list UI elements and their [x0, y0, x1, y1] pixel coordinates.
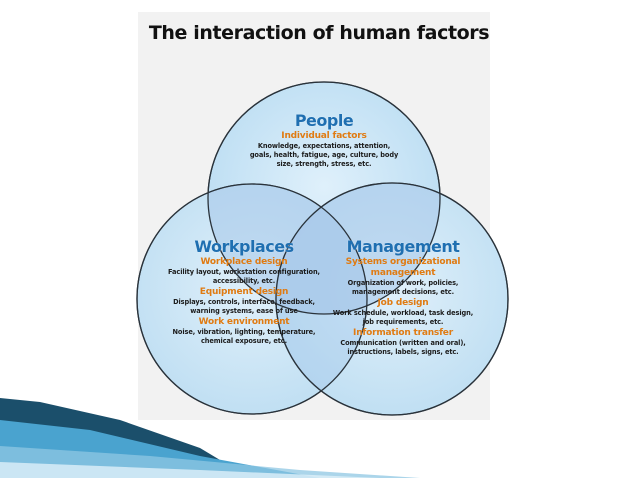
workplaces-text-line: accessibility, etc. — [212, 277, 276, 285]
people-block: People Individual factors Knowledge, exp… — [236, 112, 412, 169]
management-text-line: instructions, labels, signs, etc. — [347, 348, 459, 356]
workplaces-subheading: Work environment — [198, 317, 290, 327]
outline-workplaces — [136, 183, 368, 415]
management-subheading: Information transfer — [353, 328, 453, 338]
page-title: The interaction of human factors — [148, 22, 490, 44]
management-text-line: management decisions, etc. — [351, 288, 455, 296]
workplaces-subheading: Workplace design — [200, 257, 288, 267]
workplaces-text-line: Facility layout, workstation configurati… — [168, 268, 320, 276]
people-text-line: Knowledge, expectations, attention, — [257, 142, 391, 150]
management-subheading: Systems organizational management — [345, 257, 461, 278]
workplaces-text-line: warning systems, ease of use — [190, 307, 298, 315]
outline-management — [275, 182, 509, 416]
management-text-line: Communication (written and oral), — [340, 339, 466, 347]
management-subheading: Job design — [377, 298, 429, 308]
people-text-line: goals, health, fatigue, age, culture, bo… — [249, 151, 399, 159]
management-heading: Management — [346, 237, 460, 256]
outline-people — [207, 81, 441, 315]
management-block: Management Systems organizational manage… — [328, 238, 478, 357]
people-subheading: Individual factors — [281, 131, 367, 141]
management-text-line: job requirements, etc. — [362, 318, 444, 326]
workplaces-text-line: Noise, vibration, lighting, temperature, — [172, 328, 316, 336]
workplaces-subheading: Equipment design — [199, 287, 289, 297]
corner-swoosh-white — [0, 462, 380, 478]
workplaces-heading: Workplaces — [194, 237, 294, 256]
management-text-line: Work schedule, workload, task design, — [332, 309, 474, 317]
workplaces-block: Workplaces Workplace design Facility lay… — [160, 238, 328, 346]
people-heading: People — [294, 111, 354, 130]
workplaces-text-line: chemical exposure, etc. — [201, 337, 287, 345]
people-text-line: size, strength, stress, etc. — [276, 160, 372, 168]
workplaces-text-line: Displays, controls, interface, feedback, — [173, 298, 315, 306]
management-text-line: Organization of work, policies, — [347, 279, 459, 287]
overlap-workplaces-management — [276, 184, 367, 414]
